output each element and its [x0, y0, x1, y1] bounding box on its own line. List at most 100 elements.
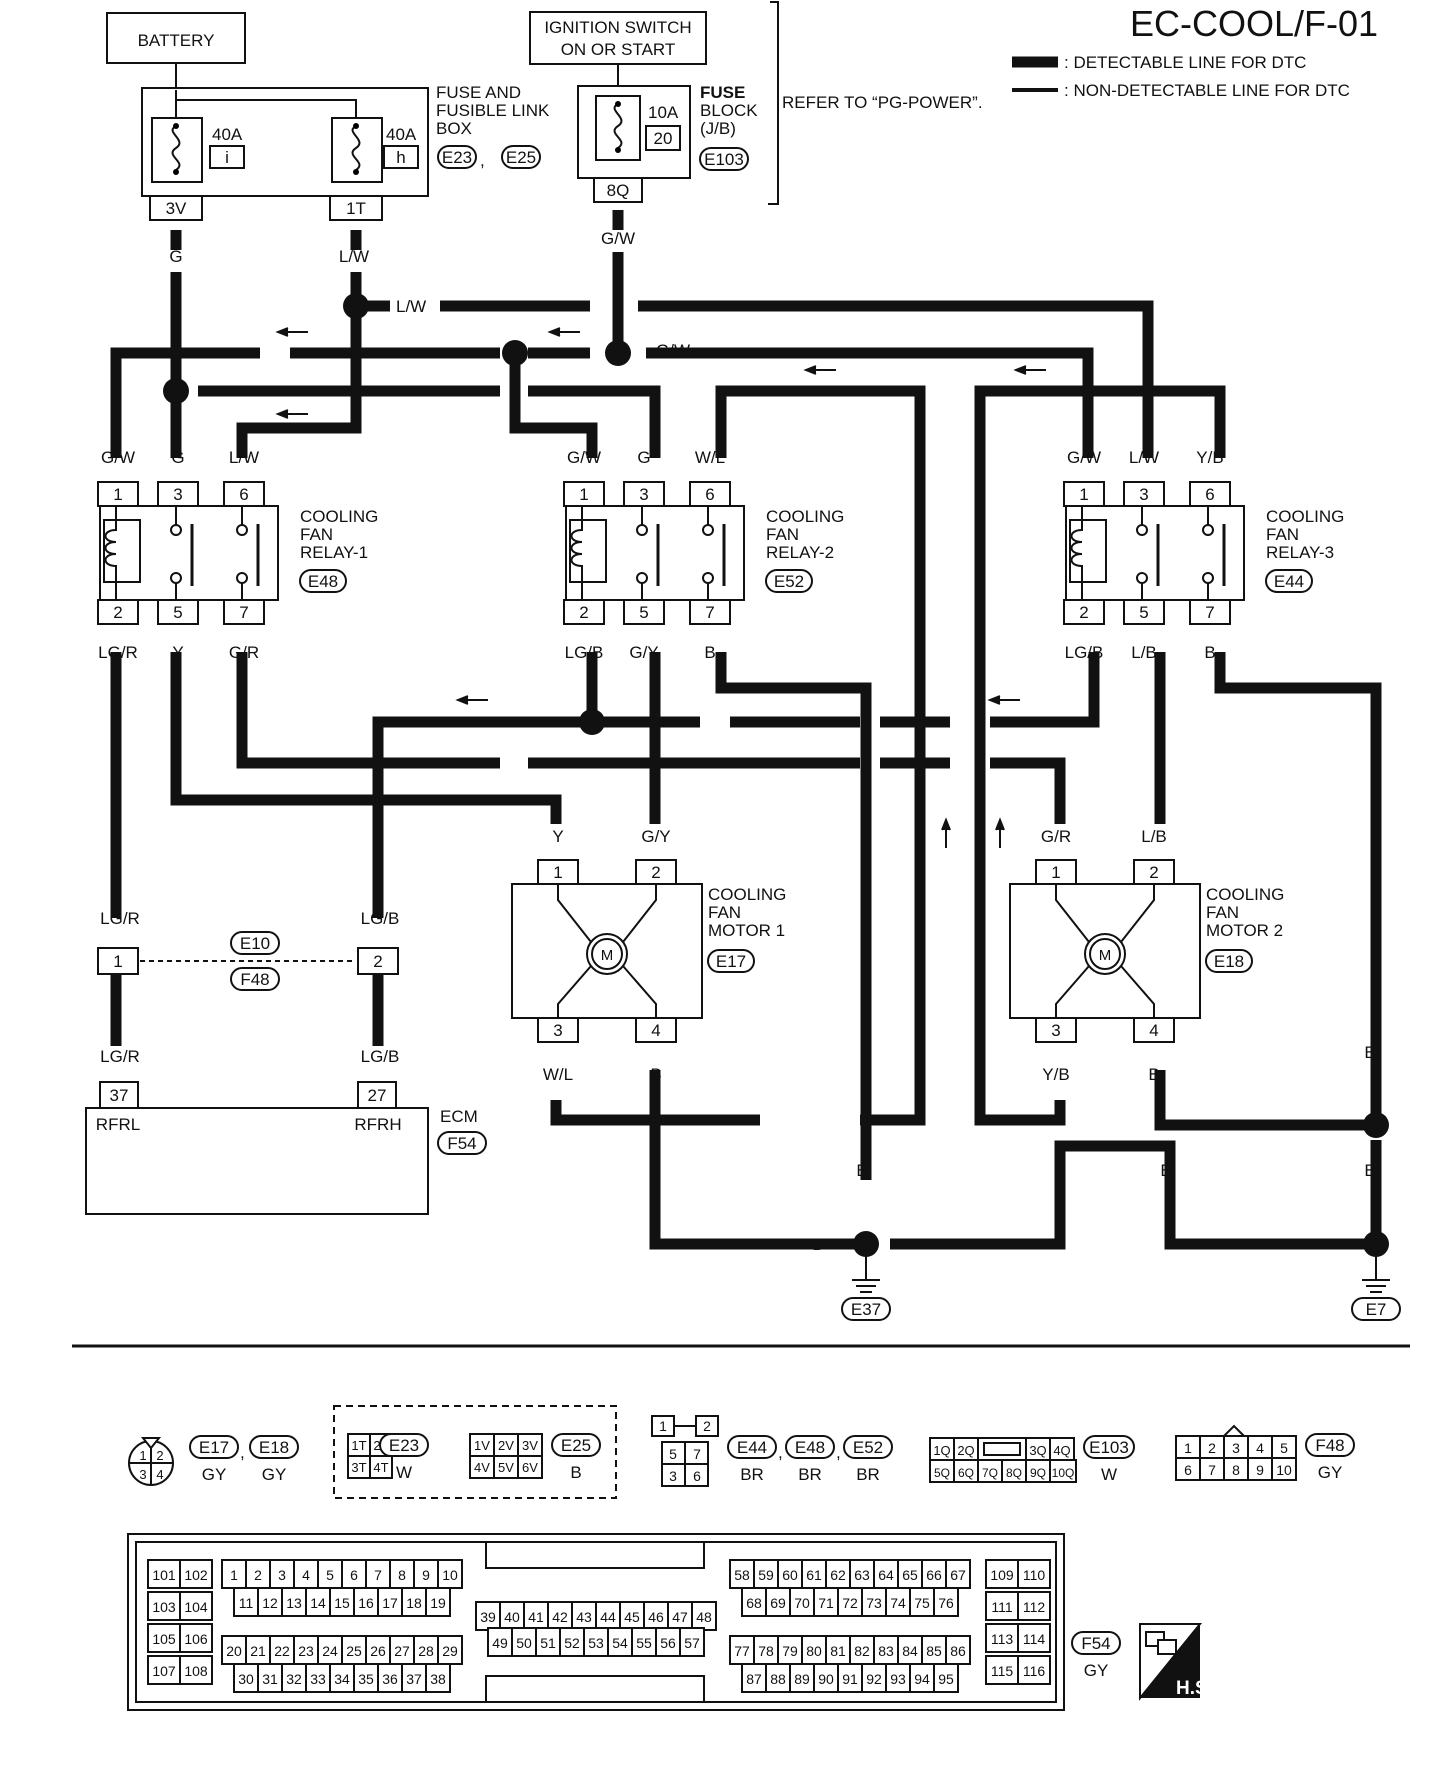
svg-text:2: 2 [156, 1448, 163, 1463]
ecm-pin-number: 46 [648, 1609, 664, 1625]
fusible-link-i [151, 117, 203, 183]
ecm-pin-number: 61 [806, 1567, 822, 1583]
relay-1-top-wire: L/W [229, 448, 259, 467]
svg-text:7: 7 [693, 1446, 701, 1462]
motor-1-bottom-pin: 3 [553, 1021, 562, 1040]
motor-1-title: MOTOR 1 [708, 921, 785, 940]
fuse-10a [595, 95, 641, 161]
ecm-pin-number: 29 [442, 1643, 458, 1659]
relay-2-connector: E52 [774, 572, 804, 591]
connector-pin: 4T [373, 1460, 388, 1475]
ecm-pin-number: 55 [636, 1635, 652, 1651]
relay-1-bottom-pin: 2 [113, 603, 122, 622]
ecm-pin-number: 76 [938, 1595, 954, 1611]
joint-pin1: 1 [113, 952, 122, 971]
relay-3-title: FAN [1266, 525, 1299, 544]
ecm-pin-number: 54 [612, 1635, 628, 1651]
motor-2-bottom-pin: 4 [1149, 1021, 1158, 1040]
motor-1-bottom-wire: W/L [543, 1065, 573, 1084]
connector-pin: 6V [522, 1460, 538, 1475]
ecm-pin27: 27 [368, 1086, 387, 1105]
svg-text:1: 1 [139, 1448, 146, 1463]
lw-bus-label: L/W [396, 297, 426, 316]
motor-1-bottom-pin: 4 [651, 1021, 660, 1040]
ecm-pin-number: 106 [184, 1631, 208, 1647]
svg-text:GY: GY [1084, 1661, 1109, 1680]
svg-text:B: B [812, 1235, 823, 1254]
ecm-pin-number: 68 [746, 1595, 762, 1611]
ecm-pin-number: 50 [516, 1635, 532, 1651]
relay-3-bottom-pin: 2 [1079, 603, 1088, 622]
svg-text:E17: E17 [199, 1438, 229, 1457]
connector-pin: 10Q [1052, 1466, 1075, 1480]
ecm-pin-number: 73 [866, 1595, 882, 1611]
ecm-pin-number: 91 [842, 1671, 858, 1687]
ecm-pin-number: 87 [746, 1671, 762, 1687]
motor-1-top-pin: 2 [651, 863, 660, 882]
fusebox-conn-b: E25 [506, 148, 536, 167]
connector-pin: 10 [1276, 1462, 1292, 1478]
ecm-pin-number: 84 [902, 1643, 918, 1659]
cooling-fan-relay-2: G/W12LG/BG35G/YW/L67BCOOLINGFANRELAY-2E5… [563, 448, 844, 662]
ground-b-labels: B B B B B B [812, 1043, 1375, 1254]
svg-text:B: B [1054, 1161, 1065, 1180]
ecm-sig2: RFRH [354, 1115, 401, 1134]
wire-g-label: G [169, 247, 182, 266]
ecm-pin-number: 62 [830, 1567, 846, 1583]
ecm-pin-number: 38 [430, 1671, 446, 1687]
ecm-pin-number: 28 [418, 1643, 434, 1659]
relay-3-bottom-wire: LG/B [1065, 643, 1104, 662]
ecm-pin-number: 12 [262, 1595, 278, 1611]
ecm-pin-number: 49 [492, 1635, 508, 1651]
ecm-pin-number: 36 [382, 1671, 398, 1687]
motor-2-top-pin: 1 [1051, 863, 1060, 882]
ecm-pin-number: 25 [346, 1643, 362, 1659]
ecm-pin-number: 60 [782, 1567, 798, 1583]
connector-pin: 8 [1232, 1462, 1240, 1478]
ecm-pin-number: 82 [854, 1643, 870, 1659]
motor-2-bottom-wire: B [1148, 1065, 1159, 1084]
ecm-pin-number: 7 [374, 1567, 382, 1583]
ecm-pin-number: 107 [152, 1663, 176, 1679]
ecm-pin-number: 41 [528, 1609, 544, 1625]
relay-3-connector: E44 [1274, 572, 1304, 591]
connector-pin: 1V [474, 1438, 490, 1453]
wire-lw-label: L/W [339, 247, 369, 266]
connector-pin: 5Q [934, 1466, 950, 1480]
connector-pin: 7Q [982, 1466, 998, 1480]
ecm-pin-number: 63 [854, 1567, 870, 1583]
motor-2-bottom-wire: Y/B [1042, 1065, 1069, 1084]
connector-pin: 1 [1184, 1440, 1192, 1456]
relay-1-top-pin: 3 [173, 485, 182, 504]
ground-e37: E37 [851, 1300, 881, 1319]
relay-3-top-pin: 1 [1079, 485, 1088, 504]
relay-2-top-pin: 6 [705, 485, 714, 504]
ecm-pin-number: 24 [322, 1643, 338, 1659]
joint-conn-a: E10 [240, 934, 270, 953]
ecm-pin-number: 18 [406, 1595, 422, 1611]
motor-1-top-pin: 1 [553, 863, 562, 882]
ecm-pin-number: 116 [1023, 1663, 1046, 1679]
ecm-pin-number: 27 [394, 1643, 410, 1659]
ecm-pin-number: 32 [286, 1671, 302, 1687]
ecm-pin-number: 10 [442, 1567, 458, 1583]
motor-1-title: COOLING [708, 885, 786, 904]
ecm-pin-number: 43 [576, 1609, 592, 1625]
ecm-pin-number: 86 [950, 1643, 966, 1659]
ecm-pin-number: 103 [152, 1599, 176, 1615]
relay-1-top-pin: 1 [113, 485, 122, 504]
relay-2-top-wire: G/W [567, 448, 601, 467]
ecm-pin-number: 72 [842, 1595, 858, 1611]
ecm-pin-number: 105 [152, 1631, 176, 1647]
ecm-pin-number: 45 [624, 1609, 640, 1625]
ecm-pin-number: 69 [770, 1595, 786, 1611]
jb-title1: FUSE [700, 83, 745, 102]
relay-2-bottom-pin: 7 [705, 603, 714, 622]
ecm-pin-number: 33 [310, 1671, 326, 1687]
connector-pin: 2 [1208, 1440, 1216, 1456]
ecm-pin-number: 111 [991, 1599, 1012, 1615]
ecm-pin-number: 59 [758, 1567, 774, 1583]
wire-gw-label: G/W [601, 229, 635, 248]
